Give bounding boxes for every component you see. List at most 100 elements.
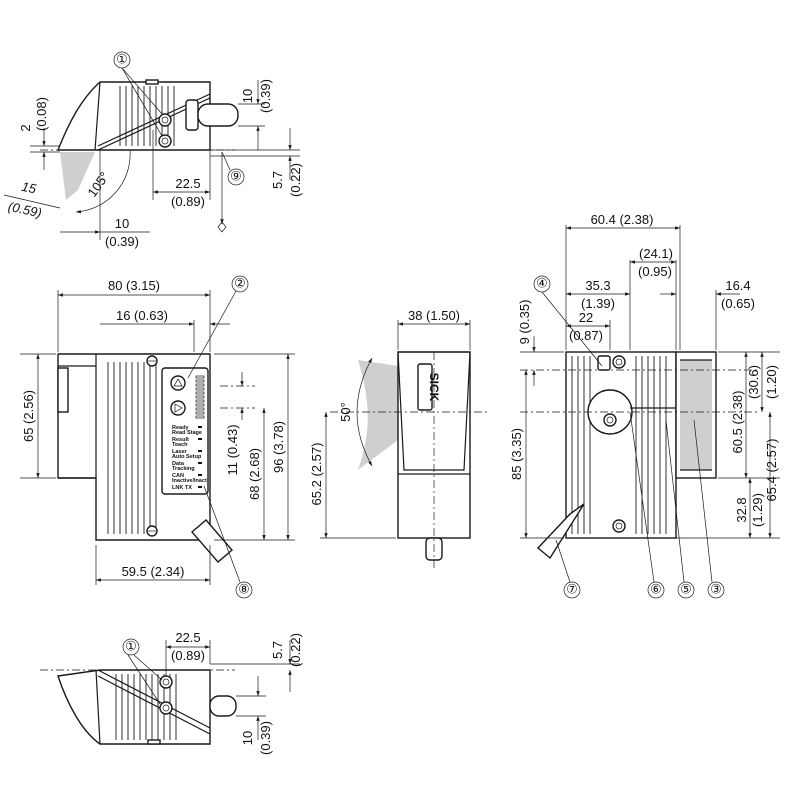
rear-dim-65.4: 65.4 (2.57) <box>764 439 779 502</box>
side-view: SICK 38 (1.50) 65.2 (2.57) 50° <box>309 308 490 570</box>
rear-rotary-plate <box>587 389 633 435</box>
led-laser-label: Laser <box>172 449 188 455</box>
top-screw-1 <box>158 113 172 127</box>
top-clip <box>145 79 159 85</box>
callout-4-label: ④ <box>536 277 548 292</box>
side-dim-38: 38 (1.50) <box>408 308 460 323</box>
front-cable <box>191 519 233 563</box>
side-beam-cone <box>358 360 398 470</box>
top-dim-5.7in: (0.22) <box>288 163 303 197</box>
front-view: Ready Read Stage Result Teach Laser Auto… <box>20 275 295 599</box>
top-dim-22.5in: (0.89) <box>171 194 205 209</box>
rear-dim-60.4: 60.4 (2.38) <box>591 212 654 227</box>
rear-dim-32.8-in: (1.29) <box>750 493 765 527</box>
top-dim-22.5mm: 22.5 <box>175 176 200 191</box>
rear-fins <box>571 356 667 534</box>
rear-dim-35.3-mm: 35.3 <box>585 278 610 293</box>
led-can-label: CAN <box>172 473 184 479</box>
rear-view: 60.4 (2.38) (24.1) (0.95) 35.3 (1.39) 16… <box>509 212 780 599</box>
front-dim-59.5: 59.5 (2.34) <box>122 564 185 579</box>
front-dim-96: 96 (3.78) <box>271 421 286 473</box>
callout-3-label: ③ <box>710 583 722 598</box>
top-view: 2 (0.08) 10 (0.39) 5.7 (0.22) 22.5 (0.89… <box>3 51 303 249</box>
bottom-clip <box>147 739 161 745</box>
front-dim-16: 16 (0.63) <box>116 308 168 323</box>
rear-dim-22-mm: 22 <box>579 310 593 325</box>
top-dim-10mm: 10 <box>240 89 255 103</box>
led-result-sub: Teach <box>172 442 188 448</box>
bottom-dim-22.5-in: (0.89) <box>171 648 205 663</box>
side-angle-50: 50° <box>338 402 353 422</box>
callout-9-label: ⑨ <box>230 170 242 185</box>
side-sick-logo <box>417 363 433 411</box>
top-dim-2mm: 2 <box>18 124 33 131</box>
rear-dim-24.1-mm: (24.1) <box>639 246 673 261</box>
callout-5 <box>677 581 695 599</box>
rear-cable <box>536 503 585 560</box>
rear-dim-9: 9 (0.35) <box>517 300 532 345</box>
rear-screw-2 <box>603 413 617 427</box>
top-dim-10h-mm: 10 <box>115 216 129 231</box>
bottom-dim-10-in: (0.39) <box>258 721 273 755</box>
front-dim-80: 80 (3.15) <box>108 278 160 293</box>
front-led-dots <box>198 426 202 488</box>
bottom-dim-10-mm: 10 <box>240 731 255 745</box>
led-result-label: Result <box>172 437 189 443</box>
rear-dim-85: 85 (3.35) <box>509 428 524 480</box>
bottom-dim-5.7-in: (0.22) <box>288 633 303 667</box>
callout-1-bottom-label: ① <box>125 640 137 655</box>
rear-dim-30.6-in: (1.20) <box>764 365 779 399</box>
bottom-dim-22.5-mm: 22.5 <box>175 630 200 645</box>
callout-2 <box>231 275 249 293</box>
callout-1-top-label: ① <box>116 53 128 68</box>
callout-2-label: ② <box>234 277 246 292</box>
rear-screw-1 <box>612 355 626 369</box>
led-lnk-label: LNK TX <box>172 485 192 491</box>
side-dim-65.2: 65.2 (2.57) <box>309 443 324 506</box>
callout-3 <box>707 581 725 599</box>
callout-8-label: ⑧ <box>238 583 250 598</box>
top-angle-105: 105° <box>84 169 112 200</box>
front-fins <box>107 362 157 534</box>
bottom-dim-5.7-mm: 5.7 <box>270 641 285 659</box>
rear-dim-30.6-mm: (30.6) <box>746 365 761 399</box>
top-dim-2in: (0.08) <box>34 97 49 131</box>
led-ready-label: Ready <box>172 425 189 431</box>
front-dim-65: 65 (2.56) <box>21 390 36 442</box>
front-display-panel <box>161 367 209 495</box>
rear-dim-60.5: 60.5 (2.38) <box>730 391 745 454</box>
top-beam-cone <box>60 152 95 200</box>
front-sick-strip <box>57 367 69 413</box>
rear-housing <box>565 351 677 539</box>
front-bargraph <box>195 375 205 419</box>
callout-6-label: ⑥ <box>650 583 662 598</box>
led-can-sub: Inactive/Inact <box>172 478 207 484</box>
rear-window <box>680 360 712 470</box>
callout-5-label: ⑤ <box>680 583 692 598</box>
rear-dim-35.3-in: (1.39) <box>581 296 615 311</box>
bottom-connector <box>209 695 237 717</box>
led-data-sub: Tracking <box>172 466 195 472</box>
top-dim-15in: (0.59) <box>7 199 43 221</box>
bottom-view: 22.5 (0.89) 5.7 (0.22) 10 (0.39) ① <box>40 630 303 755</box>
top-connector-collar <box>185 99 199 131</box>
bottom-screw-1 <box>159 675 173 689</box>
top-connector <box>197 103 239 127</box>
rear-dim-32.8-mm: 32.8 <box>734 497 749 522</box>
top-dim-10h-in: (0.39) <box>105 234 139 249</box>
bottom-screw-2 <box>159 701 173 715</box>
callout-6 <box>647 581 665 599</box>
rear-dim-22-in: (0.87) <box>569 328 603 343</box>
callout-8 <box>235 581 253 599</box>
callout-9 <box>227 168 245 186</box>
led-data-label: Data <box>172 461 185 467</box>
rear-dim-24.1-in: (0.95) <box>638 264 672 279</box>
led-ready-sub: Read Stage <box>172 430 202 436</box>
callout-7 <box>563 581 581 599</box>
front-button-enter[interactable] <box>170 400 186 416</box>
callout-1-bottom <box>122 638 140 656</box>
front-button-up[interactable] <box>170 375 186 391</box>
top-screw-2 <box>158 134 172 148</box>
top-dim-5.7mm: 5.7 <box>270 171 285 189</box>
